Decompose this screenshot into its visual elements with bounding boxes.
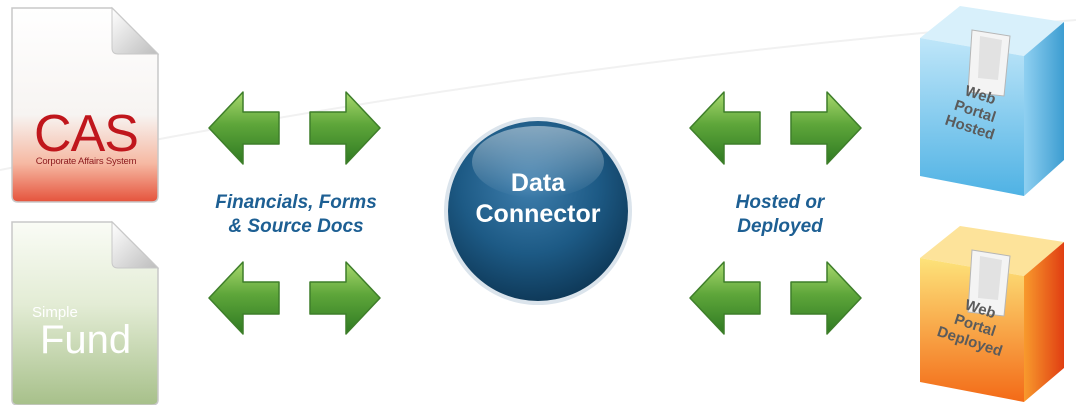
right-bottom-arrow-right-icon (790, 261, 862, 335)
right-flow-label: Hosted or Deployed (710, 191, 850, 239)
simple-fund-line2: Fund (40, 318, 132, 362)
data-connector-sphere (444, 117, 632, 305)
left-flow-label: Financials, Forms & Source Docs (196, 191, 396, 239)
right-bottom-arrow-left-icon (689, 261, 761, 335)
cas-document: CAS Corporate Affairs System (12, 8, 160, 202)
right-top-arrow-left-icon (689, 91, 761, 165)
left-top-arrow-right-icon (309, 91, 381, 165)
left-top-arrow-left-icon (208, 91, 280, 165)
right-label-line2: Deployed (737, 216, 823, 237)
right-top-arrow-right-icon (790, 91, 862, 165)
left-label-line2: & Source Docs (228, 216, 364, 237)
simple-fund-document: Simple Fund (12, 222, 160, 405)
connector-line2: Connector (475, 200, 601, 228)
simple-fund-document-icon (11, 220, 160, 405)
cas-title: CAS (34, 105, 139, 163)
web-portal-deployed-cube-icon (920, 226, 1064, 402)
simple-fund-line1: Simple (32, 304, 78, 321)
left-bottom-arrow-right-icon (309, 261, 381, 335)
cas-subtitle: Corporate Affairs System (35, 156, 137, 167)
cas-document-icon (11, 6, 160, 203)
connector-line1: Data (510, 169, 566, 197)
right-label-line1: Hosted or (735, 192, 825, 213)
web-portal-hosted-cube-icon (920, 6, 1064, 196)
left-label-line1: Financials, Forms (215, 192, 377, 213)
data-connector-label: Data Connector (448, 168, 628, 230)
left-bottom-arrow-left-icon (208, 261, 280, 335)
